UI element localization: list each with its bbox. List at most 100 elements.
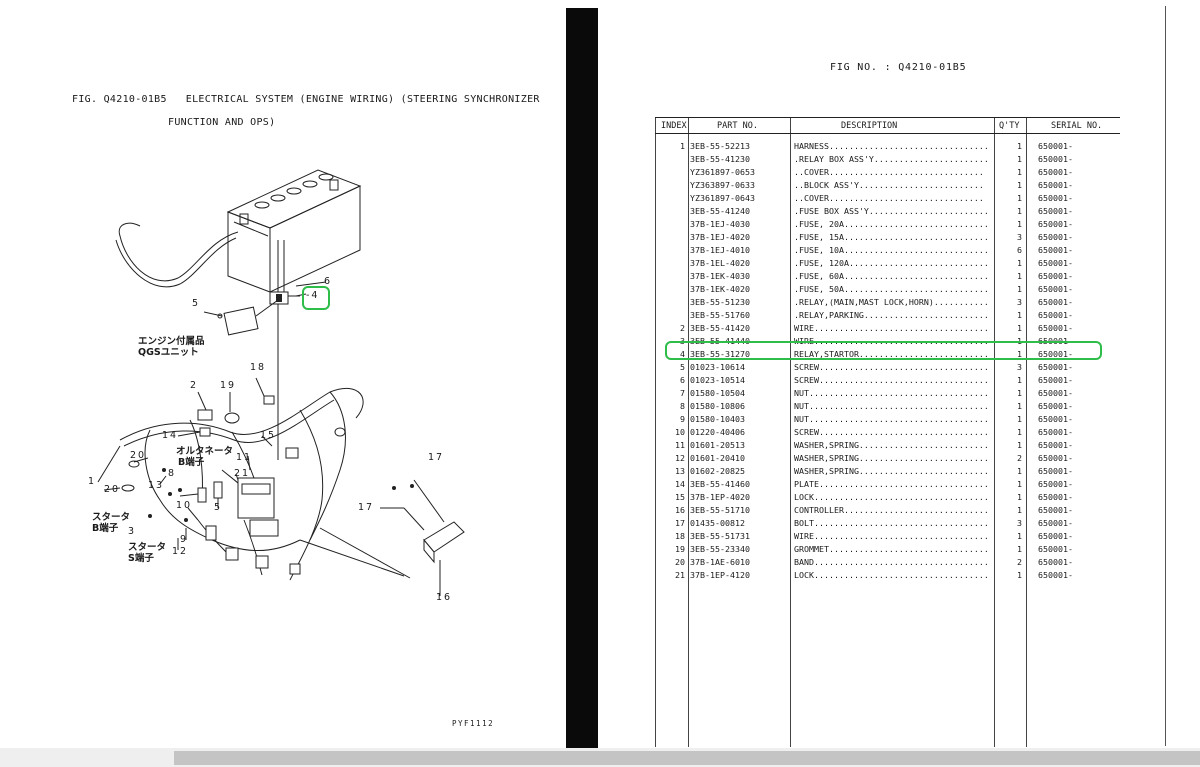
header-part-no: PART NO. bbox=[717, 121, 758, 131]
cell-part-no: 37B-1EP-4020 bbox=[690, 492, 750, 502]
cell-qty: 1 bbox=[1017, 570, 1022, 580]
cell-serial: 650001- bbox=[1038, 505, 1073, 515]
callout-15: 15 bbox=[260, 430, 277, 441]
callout-16: 16 bbox=[436, 592, 453, 603]
label-qgs-unit: エンジン付属品 QGSユニット bbox=[138, 336, 205, 358]
callout-1: 1 bbox=[88, 476, 97, 487]
cell-description: .FUSE BOX ASS'Y........................ bbox=[794, 206, 989, 216]
cell-serial: 650001- bbox=[1038, 271, 1073, 281]
cell-description: WASHER,SPRING.......................... bbox=[794, 453, 989, 463]
cell-serial: 650001- bbox=[1038, 219, 1073, 229]
cell-description: .FUSE, 120A............................ bbox=[794, 258, 989, 268]
cell-serial: 650001- bbox=[1038, 297, 1073, 307]
cell-description: SCREW.................................. bbox=[794, 427, 989, 437]
cell-description: PLATE.................................. bbox=[794, 479, 989, 489]
callout-12: 12 bbox=[172, 546, 189, 557]
callout-10: 10 bbox=[176, 500, 193, 511]
cell-description: .RELAY,PARKING......................... bbox=[794, 310, 989, 320]
scrollbar-thumb[interactable] bbox=[174, 751, 1200, 765]
cell-qty: 1 bbox=[1017, 219, 1022, 229]
callout-21: 21 bbox=[234, 468, 251, 479]
cell-description: WIRE................................... bbox=[794, 531, 989, 541]
cell-index: 19 bbox=[675, 544, 685, 554]
cell-part-no: 01601-20513 bbox=[690, 440, 745, 450]
cell-description: .FUSE, 20A............................. bbox=[794, 219, 989, 229]
cell-part-no: 37B-1EJ-4010 bbox=[690, 245, 750, 255]
callout-3: 3 bbox=[128, 526, 137, 537]
callout-5: 5 bbox=[192, 298, 201, 309]
cell-part-no: 01023-10614 bbox=[690, 362, 745, 372]
cell-serial: 650001- bbox=[1038, 180, 1073, 190]
table-row: 16 3EB-55-51710 CONTROLLER................… bbox=[655, 504, 1120, 517]
callout-8: 8 bbox=[168, 468, 177, 479]
cell-part-no: 3EB-55-41240 bbox=[690, 206, 750, 216]
table-row: 37B-1EL-4020.FUSE, 120A.................… bbox=[655, 257, 1120, 270]
cell-description: WASHER,SPRING.......................... bbox=[794, 440, 989, 450]
callout-17b: 17 bbox=[358, 502, 375, 513]
cell-index: 17 bbox=[675, 518, 685, 528]
cell-qty: 3 bbox=[1017, 297, 1022, 307]
callout-18: 18 bbox=[250, 362, 267, 373]
callout-5b: 5 bbox=[214, 502, 223, 513]
cell-part-no: 3EB-55-31270 bbox=[690, 349, 750, 359]
cell-serial: 650001- bbox=[1038, 167, 1073, 177]
cell-qty: 2 bbox=[1017, 453, 1022, 463]
cell-qty: 3 bbox=[1017, 518, 1022, 528]
cell-index: 12 bbox=[675, 453, 685, 463]
cell-serial: 650001- bbox=[1038, 544, 1073, 554]
cell-part-no: 37B-1EJ-4020 bbox=[690, 232, 750, 242]
cell-part-no: 01580-10403 bbox=[690, 414, 745, 424]
cell-part-no: YZ363897-0633 bbox=[690, 180, 755, 190]
cell-index: 5 bbox=[680, 362, 685, 372]
callout-20: 20 bbox=[130, 450, 147, 461]
cell-description: NUT.................................... bbox=[794, 388, 989, 398]
cell-part-no: 37B-1EP-4120 bbox=[690, 570, 750, 580]
parts-table-header: INDEX PART NO. DESCRIPTION Q'TY SERIAL N… bbox=[655, 117, 1120, 134]
cell-serial: 650001- bbox=[1038, 440, 1073, 450]
cell-index: 16 bbox=[675, 505, 685, 515]
callout-17: 17 bbox=[428, 452, 445, 463]
table-row: 3EB-55-51230.RELAY,(MAIN,MAST LOCK,HORN)… bbox=[655, 296, 1120, 309]
cell-description: WASHER,SPRING.......................... bbox=[794, 466, 989, 476]
cell-part-no: 3EB-55-51710 bbox=[690, 505, 750, 515]
callout-9: 9 bbox=[180, 534, 189, 545]
cell-qty: 1 bbox=[1017, 180, 1022, 190]
cell-qty: 1 bbox=[1017, 466, 1022, 476]
horizontal-scrollbar[interactable] bbox=[0, 748, 1200, 767]
callout-13: 13 bbox=[148, 480, 165, 491]
cell-qty: 1 bbox=[1017, 271, 1022, 281]
book-spine-shadow bbox=[566, 8, 598, 748]
cell-part-no: 01435-00812 bbox=[690, 518, 745, 528]
cell-part-no: 3EB-55-52213 bbox=[690, 141, 750, 151]
cell-serial: 650001- bbox=[1038, 531, 1073, 541]
cell-serial: 650001- bbox=[1038, 245, 1073, 255]
cell-part-no: 3EB-55-41230 bbox=[690, 154, 750, 164]
table-border-left bbox=[655, 117, 656, 747]
label-starter-s-terminal: スタータ S端子 bbox=[128, 542, 167, 564]
callout-4: -4 bbox=[306, 290, 320, 301]
cell-part-no: 01023-10514 bbox=[690, 375, 745, 385]
cell-qty: 1 bbox=[1017, 505, 1022, 515]
cell-qty: 1 bbox=[1017, 193, 1022, 203]
cell-serial: 650001- bbox=[1038, 479, 1073, 489]
cell-index: 9 bbox=[680, 414, 685, 424]
highlight-row-4 bbox=[665, 341, 1102, 360]
cell-part-no: 01580-10504 bbox=[690, 388, 745, 398]
cell-description: .FUSE, 50A............................. bbox=[794, 284, 989, 294]
cell-serial: 650001- bbox=[1038, 232, 1073, 242]
cell-index: 15 bbox=[675, 492, 685, 502]
cell-description: CONTROLLER............................. bbox=[794, 505, 989, 515]
cell-qty: 1 bbox=[1017, 401, 1022, 411]
cell-part-no: 3EB-55-23340 bbox=[690, 544, 750, 554]
